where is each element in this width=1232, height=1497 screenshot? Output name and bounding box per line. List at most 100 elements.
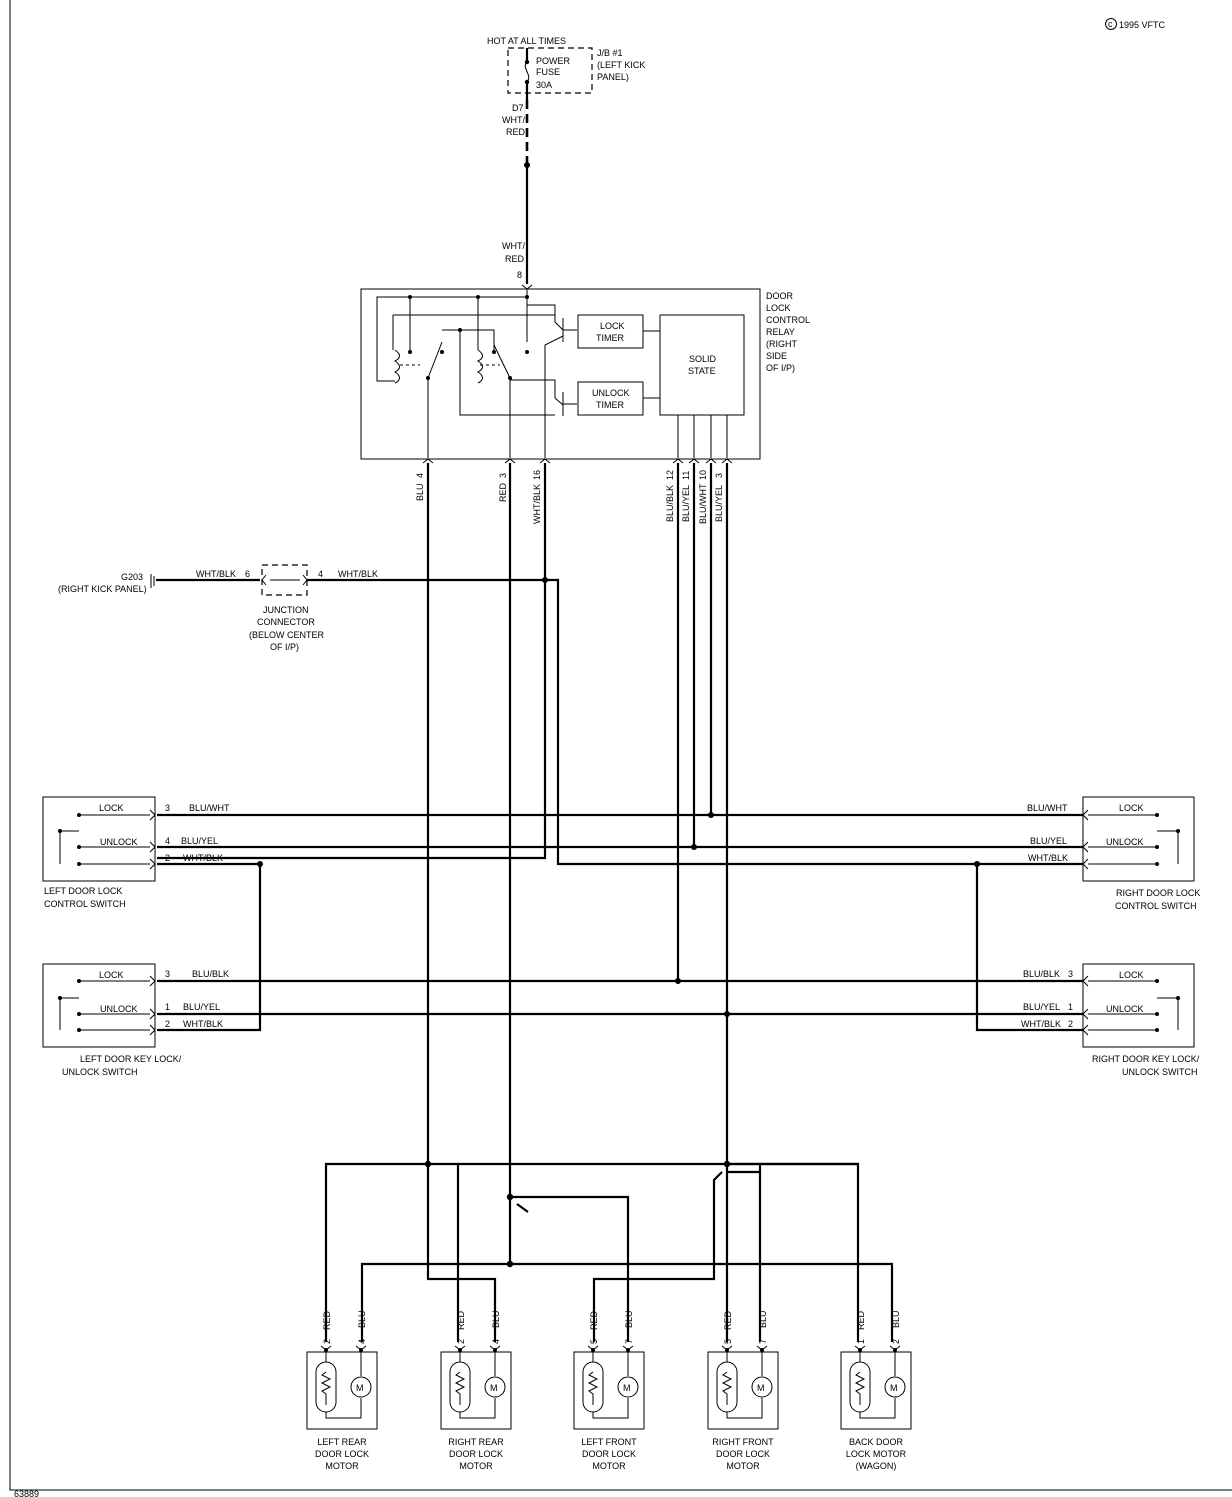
connector-pin: 7	[624, 1339, 634, 1344]
unlock-label: UNLOCK	[1106, 837, 1144, 847]
junction-label: (BELOW CENTER	[249, 630, 325, 640]
motor-name: BACK DOOR	[849, 1437, 904, 1447]
connector-pin: 2	[1068, 1019, 1073, 1029]
junction-label: CONNECTOR	[257, 617, 315, 627]
wire-color: WHT/BLK	[532, 484, 542, 524]
switch-name: UNLOCK SWITCH	[1122, 1067, 1198, 1077]
motor-name: DOOR LOCK	[582, 1449, 636, 1459]
switch-outline	[42, 796, 156, 882]
wire-color: BLU	[415, 483, 425, 501]
red-branch-wire	[592, 1171, 723, 1342]
contact-dot	[440, 350, 444, 354]
power-fuse: HOT AT ALL TIMES POWER FUSE 30A J/B #1 (…	[487, 36, 645, 284]
splice-dot	[974, 861, 980, 867]
main-wiring	[157, 463, 1083, 1342]
switch-name: RIGHT DOOR LOCK	[1116, 888, 1200, 898]
motor-name: MOTOR	[726, 1461, 760, 1471]
contact-dot	[1155, 1012, 1159, 1016]
relay-pin: 11	[681, 471, 691, 480]
contact-dot	[58, 829, 62, 833]
unlock-timer-label: UNLOCK	[592, 388, 630, 398]
unlock-transistor-icon	[554, 392, 577, 416]
contact-dot	[1155, 862, 1159, 866]
motor-icon	[484, 1376, 506, 1398]
motor-name: RIGHT REAR	[448, 1437, 504, 1447]
switch-outline	[1082, 963, 1195, 1048]
relay-switch-arm	[427, 341, 443, 379]
resistor-icon	[587, 1371, 599, 1405]
switch-name: LEFT DOOR KEY LOCK/	[80, 1054, 182, 1064]
connector-pin: 2	[891, 1339, 901, 1344]
connector-pin: 5	[589, 1339, 599, 1344]
relay-pin: 4	[415, 473, 425, 478]
ptc-thermistor-outline	[449, 1361, 471, 1413]
junction-label: OF I/P)	[270, 642, 299, 652]
wire-color: BLU/YEL	[714, 485, 724, 522]
contact-dot	[591, 1348, 595, 1352]
contact-dot	[493, 1348, 497, 1352]
contact-dot	[1155, 1028, 1159, 1032]
switch-arm-icon	[1157, 997, 1179, 1030]
relay-internal-wire	[459, 330, 555, 416]
connector-pin: 4	[165, 836, 170, 846]
switch-outline	[1082, 796, 1195, 882]
contact-dot	[1176, 996, 1180, 1000]
wire-color: WHT/	[502, 241, 525, 251]
lock-transistor-icon	[544, 318, 577, 455]
contact-dot	[77, 813, 81, 817]
motor-icon	[751, 1376, 773, 1398]
wire-color: WHT/BLK	[196, 569, 236, 579]
switch-contacts	[1088, 980, 1157, 1031]
unlock-label: UNLOCK	[100, 1004, 138, 1014]
jb-label: (LEFT KICK	[597, 60, 645, 70]
relay-pin: 16	[532, 470, 542, 480]
relay-label: CONTROL	[766, 315, 810, 325]
unlock-timer-box	[577, 381, 644, 416]
contact-dot	[725, 1348, 729, 1352]
junction-block-outline	[507, 47, 593, 94]
relay-internal-wire	[643, 330, 660, 399]
wire-color: BLU/WHT	[189, 803, 230, 813]
switch-name: LEFT DOOR LOCK	[44, 886, 122, 896]
connector-icon	[1082, 809, 1089, 870]
motor-name: LEFT FRONT	[581, 1437, 637, 1447]
wire-color: BLU/YEL	[181, 836, 218, 846]
splice-dot	[476, 295, 480, 299]
motor-symbol: M	[623, 1383, 631, 1393]
switch-name: UNLOCK SWITCH	[62, 1067, 138, 1077]
connector-pin: 4	[357, 1339, 367, 1344]
contact-dot	[1155, 979, 1159, 983]
solid-state-box	[659, 314, 745, 416]
contact-dot	[58, 996, 62, 1000]
connector-pin: 6	[245, 569, 250, 579]
splice-dot	[506, 1260, 514, 1268]
wire-color: BLU	[357, 1310, 367, 1328]
splice-dot	[257, 861, 263, 867]
copyright-notice: c 1995 VFTC	[1105, 18, 1166, 30]
contact-dot	[359, 1348, 363, 1352]
figure-id: 63889	[14, 1489, 39, 1497]
wire-color: WHT/BLK	[1021, 1019, 1061, 1029]
wire-color: WHT/BLK	[1028, 853, 1068, 863]
red-wire	[360, 463, 512, 1342]
copyright-icon	[1105, 18, 1117, 30]
solid-state-label: STATE	[688, 366, 716, 376]
contact-dot	[492, 350, 496, 354]
relay-coil-icon	[394, 349, 400, 384]
wire-color: BLU	[758, 1310, 768, 1328]
splice-dot	[724, 1011, 730, 1017]
motor-name: RIGHT FRONT	[712, 1437, 774, 1447]
blu-wire	[426, 463, 497, 1342]
relay-pin: 3	[714, 473, 724, 478]
solid-state-label: SOLID	[689, 354, 717, 364]
connector-pin: 2	[456, 1339, 466, 1344]
switch-name: RIGHT DOOR KEY LOCK/	[1092, 1054, 1200, 1064]
contact-dot	[77, 1012, 81, 1016]
fuse-name: POWER	[536, 56, 571, 66]
contact-dot	[408, 350, 412, 354]
relay-pin: 8	[517, 270, 522, 280]
switch-arm-icon	[1157, 830, 1179, 864]
jb-label: PANEL)	[597, 72, 629, 82]
